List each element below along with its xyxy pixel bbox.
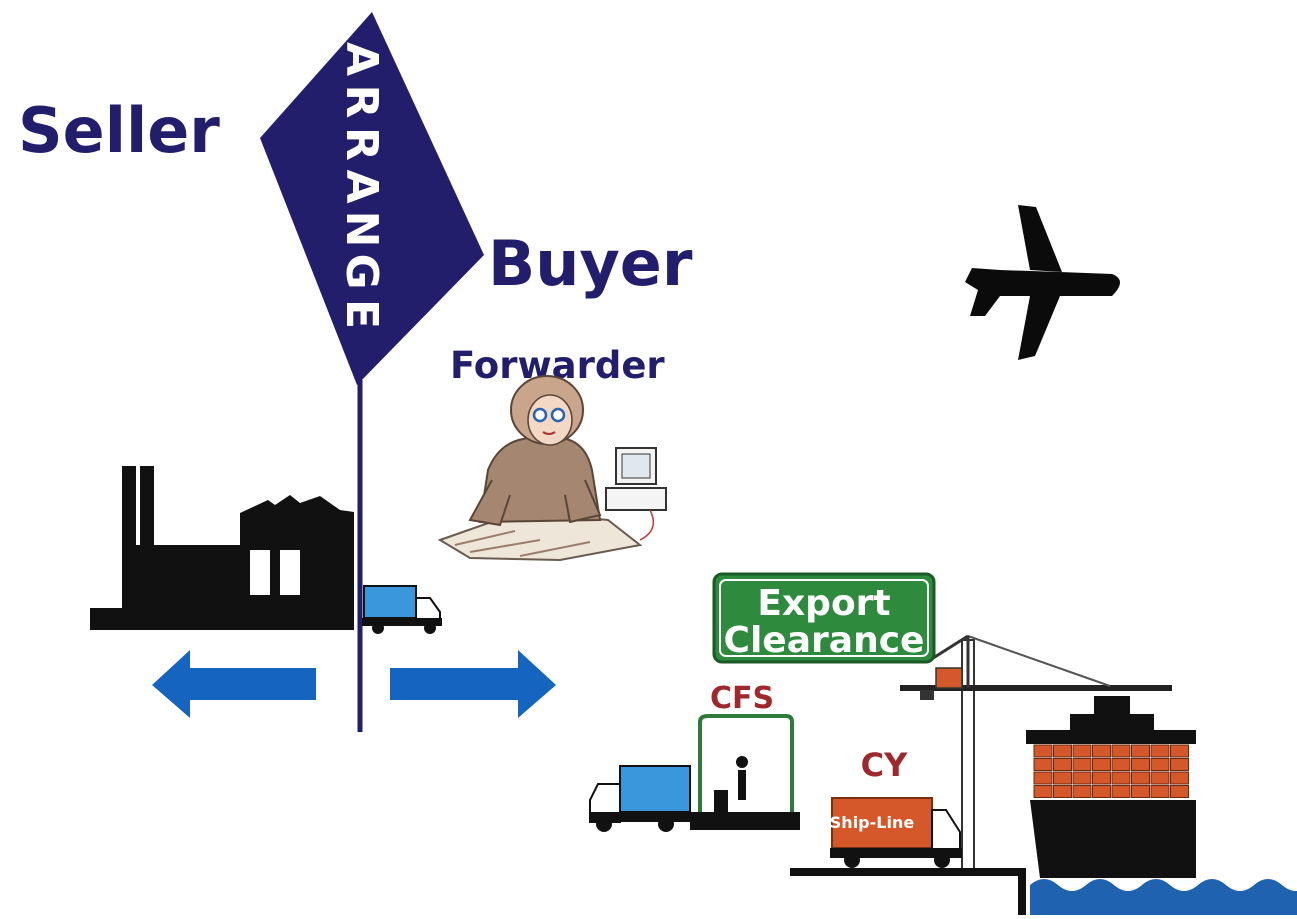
ship-container: [1150, 785, 1170, 798]
ship-containers: [1033, 744, 1189, 798]
ship-container: [1033, 744, 1053, 758]
ship-container: [1033, 771, 1053, 785]
ship-container: [1072, 758, 1092, 771]
ship-container: [1033, 758, 1053, 771]
ship-container: [1053, 758, 1072, 771]
ship-container: [1131, 771, 1150, 785]
seller-label: Seller: [18, 94, 220, 167]
export-clearance-line1: Export: [757, 583, 890, 624]
arrange-letter: G: [336, 253, 387, 289]
arrow-left-icon: [152, 650, 316, 718]
arrange-letter: A: [336, 42, 387, 76]
ship-line-logo: Ship-Line: [830, 813, 915, 832]
ship-container: [1092, 758, 1111, 771]
arrange-letter: E: [336, 299, 387, 329]
ship-container: [1150, 744, 1170, 758]
ship-container: [1170, 771, 1189, 785]
arrange-letter: A: [336, 169, 387, 203]
ship-container: [1072, 744, 1092, 758]
arrow-right-icon: [390, 650, 556, 718]
arrange-sign: [260, 12, 484, 385]
ship-container: [1053, 785, 1072, 798]
export-clearance-sign: [712, 572, 936, 664]
ship-container: [1111, 744, 1131, 758]
ship-container: [1131, 744, 1150, 758]
ship-container: [1170, 785, 1189, 798]
ship-container: [1053, 744, 1072, 758]
ship-container: [1170, 744, 1189, 758]
forwarder-person-icon: [437, 375, 667, 562]
ship-container: [1150, 771, 1170, 785]
cy-label: CY: [861, 746, 908, 784]
ship-container: [1131, 758, 1150, 771]
ship-container: [1111, 771, 1131, 785]
factory-icon: [90, 466, 354, 630]
cfs-label: CFS: [710, 681, 774, 716]
ship-container: [1150, 758, 1170, 771]
ship-container: [1072, 771, 1092, 785]
quay: [790, 868, 1026, 876]
cy-truck-icon: [830, 797, 962, 868]
ship-container: [1092, 744, 1111, 758]
cfs-warehouse-icon: [690, 714, 800, 830]
arrange-letter: R: [336, 127, 387, 161]
buyer-label: Buyer: [488, 227, 693, 300]
arrange-letter: N: [336, 211, 387, 248]
ship-container: [1131, 785, 1150, 798]
arrange-letter: R: [336, 85, 387, 119]
ship-container: [1111, 758, 1131, 771]
truck-icon: [362, 585, 442, 634]
ship-container: [1053, 771, 1072, 785]
export-clearance-line2: Clearance: [724, 620, 925, 661]
arrange-diamond: [260, 12, 484, 385]
ship-container: [1170, 758, 1189, 771]
container-ship-icon: [1026, 696, 1196, 878]
airplane-icon: [965, 205, 1120, 360]
ship-container: [1092, 785, 1111, 798]
ship-container: [1092, 771, 1111, 785]
sea-waves: [1030, 879, 1297, 915]
ship-container: [1072, 785, 1092, 798]
ship-container: [1111, 785, 1131, 798]
ship-container: [1033, 785, 1053, 798]
cfs-truck-icon: [589, 765, 692, 832]
